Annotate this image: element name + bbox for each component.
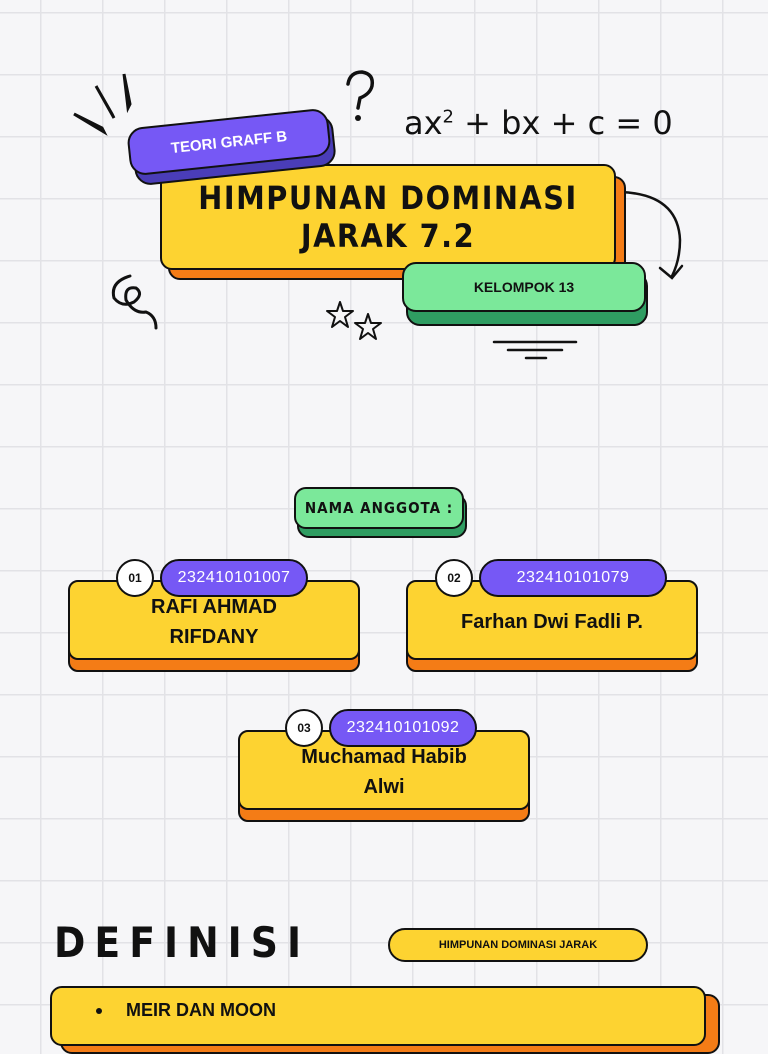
member-name: Farhan Dwi Fadli P. xyxy=(461,611,643,633)
burst-lines-doodle xyxy=(73,73,132,136)
member-number-badge: 02 xyxy=(435,559,473,597)
list-item-text: MEIR DAN MOON xyxy=(126,1000,276,1020)
squiggle-doodle xyxy=(111,274,158,330)
members-heading: NAMA ANGGOTA : xyxy=(294,487,464,529)
section-tag: HIMPUNAN DOMINASI JARAK xyxy=(388,928,648,962)
lines-doodle xyxy=(492,340,578,360)
quadratic-equation: ax2 + bx + c = 0 xyxy=(404,104,673,142)
member-nim-badge: 232410101092 xyxy=(329,709,477,747)
question-mark-icon xyxy=(346,70,375,121)
section-title: DEFINISI xyxy=(54,918,310,967)
member-number-badge: 01 xyxy=(116,559,154,597)
stars-doodle xyxy=(326,301,382,340)
group-tag: KELOMPOK 13 xyxy=(402,262,646,312)
member-nim-badge: 232410101079 xyxy=(479,559,667,597)
curved-arrow-doodle xyxy=(618,190,684,280)
member-nim-badge: 232410101007 xyxy=(160,559,308,597)
title-line-2: JARAK 7.2 xyxy=(300,217,476,255)
title-line-1: HIMPUNAN DOMINASI xyxy=(198,179,578,217)
bullet-dot xyxy=(96,1007,102,1014)
member-number-badge: 03 xyxy=(285,709,323,747)
member-name: RAFI AHMAD RIFDANY xyxy=(151,596,277,648)
page-title: HIMPUNAN DOMINASI JARAK 7.2 xyxy=(160,164,616,270)
list-item: MEIR DAN MOON xyxy=(96,1000,276,1021)
member-name: Muchamad Habib Alwi xyxy=(301,746,467,798)
